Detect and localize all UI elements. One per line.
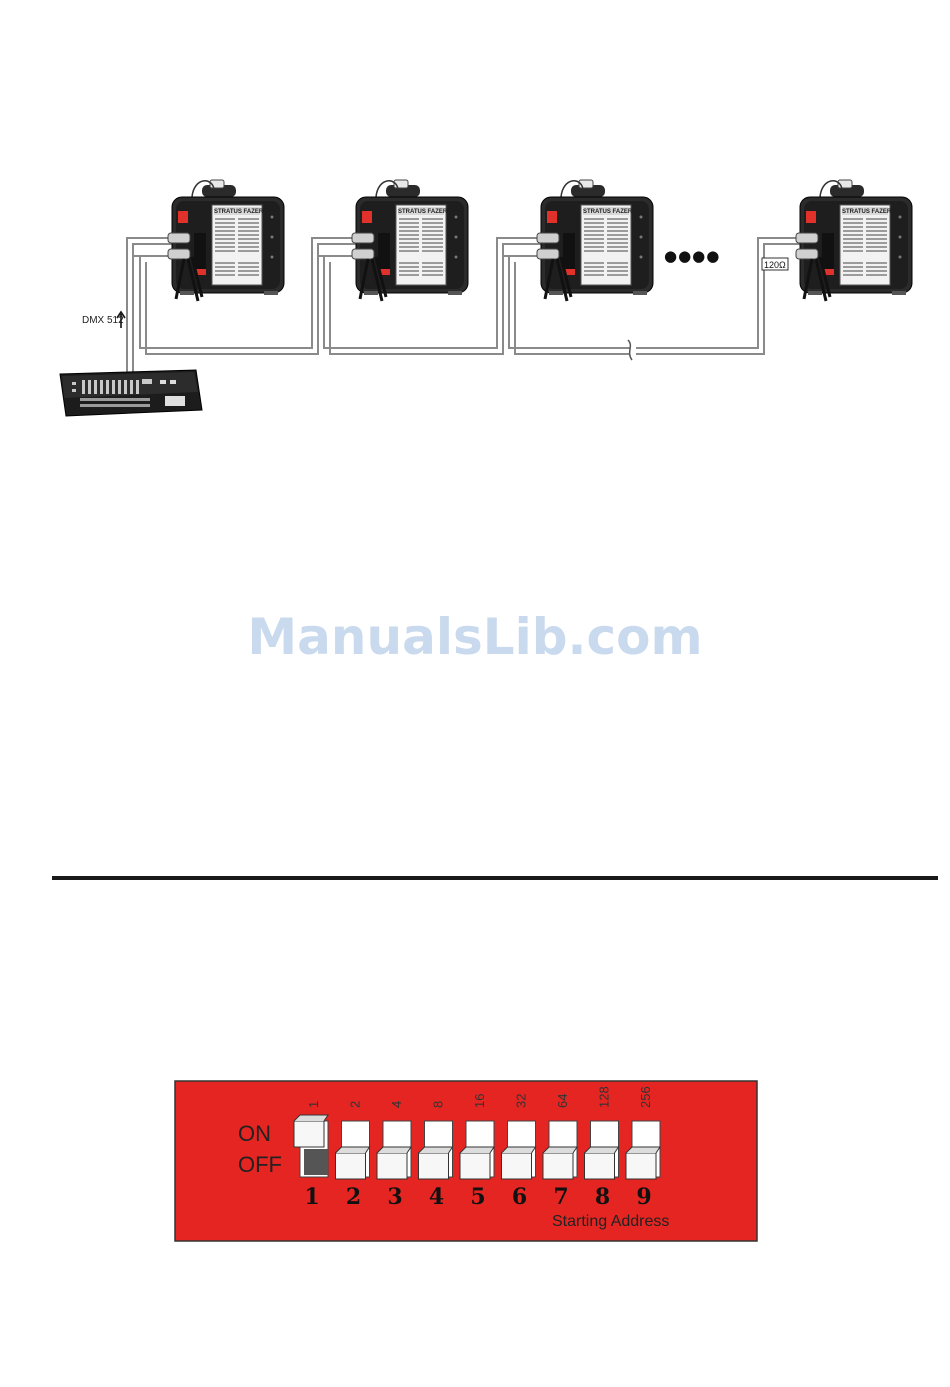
dip-switch-7-actuator[interactable]: [543, 1153, 573, 1179]
dip-caption: Starting Address: [552, 1213, 669, 1230]
fixture-4: STRATUS FAZER: [796, 180, 912, 301]
dip-switch-4-actuator[interactable]: [419, 1153, 449, 1179]
chain-ellipsis: ●●●●: [664, 247, 720, 265]
dip-switch-8-actuator[interactable]: [585, 1153, 615, 1179]
section-divider: [52, 876, 938, 880]
dip-switch-7-number: 7: [553, 1184, 568, 1210]
dip-off-label: OFF: [238, 1152, 282, 1177]
dip-switch-5-value: 16: [472, 1094, 487, 1108]
fixture-3-brand: STRATUS FAZER: [583, 209, 633, 215]
dmx-controller: [60, 370, 202, 416]
fixture-2: STRATUS FAZER: [352, 180, 468, 301]
fixture-4-brand: STRATUS FAZER: [842, 209, 892, 215]
dip-switch-4-value: 8: [431, 1101, 446, 1108]
dip-switch-9-value: 256: [638, 1086, 653, 1108]
dip-switch-panel: ON OFF 1 1 2 2 4 3 8 4 16 5 32 6 64 7 128 8 256 9 Startin…: [175, 1081, 757, 1241]
fixture-1: STRATUS FAZER: [168, 180, 284, 301]
dip-switch-9-number: 9: [636, 1184, 651, 1210]
dip-switch-9-actuator[interactable]: [626, 1153, 656, 1179]
dip-switch-3-value: 4: [389, 1101, 404, 1108]
watermark: ManualsLib.com: [0, 608, 950, 666]
fixture-3: STRATUS FAZER: [537, 180, 653, 301]
dip-switch-1-number: 1: [304, 1184, 319, 1210]
dip-switch-6-value: 32: [514, 1094, 529, 1108]
dip-switch-4-number: 4: [429, 1184, 444, 1210]
dip-switch-8-number: 8: [595, 1184, 610, 1210]
dip-switch-3-actuator[interactable]: [377, 1153, 407, 1179]
dip-switch-1-actuator[interactable]: [294, 1121, 324, 1147]
dip-switch-1-value: 1: [306, 1101, 321, 1108]
dip-switch-8-value: 128: [597, 1086, 612, 1108]
dip-switch-6-actuator[interactable]: [502, 1153, 532, 1179]
dip-switch-3-number: 3: [387, 1184, 402, 1210]
fixture-2-brand: STRATUS FAZER: [398, 209, 448, 215]
dip-switch-2-actuator[interactable]: [336, 1153, 366, 1179]
dip-switch-5-actuator[interactable]: [460, 1153, 490, 1179]
cable-break-mark: [628, 340, 632, 360]
terminator-label: 120Ω: [764, 260, 786, 270]
dip-switch-2-number: 2: [346, 1184, 361, 1210]
dip-switch-2-value: 2: [348, 1101, 363, 1108]
dip-on-label: ON: [238, 1121, 271, 1146]
fixture-1-brand: STRATUS FAZER: [214, 209, 264, 215]
dip-switch-6-number: 6: [512, 1184, 527, 1210]
dip-switch-7-value: 64: [555, 1094, 570, 1108]
dip-switch-5-number: 5: [470, 1184, 485, 1210]
